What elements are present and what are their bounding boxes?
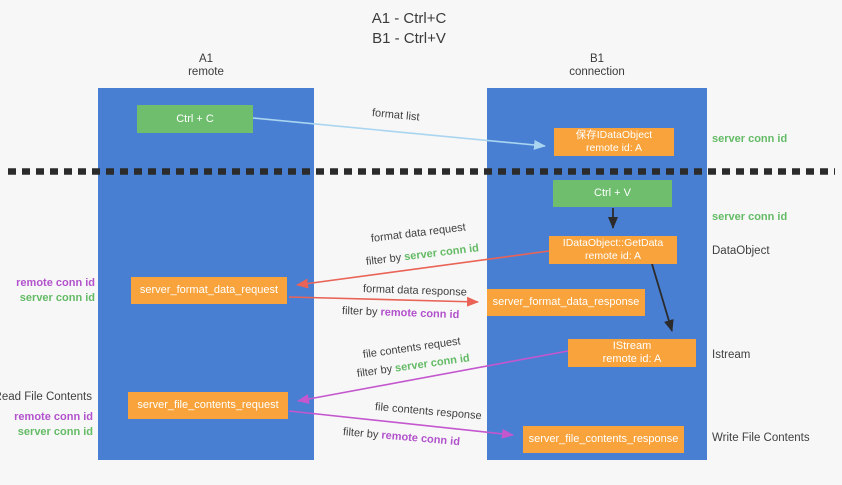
- right-column-header: B1 connection: [487, 53, 707, 79]
- filter-by-text: filter by: [365, 251, 405, 268]
- istream-box: IStream remote id: A: [568, 339, 696, 367]
- server-conn-id-left-mid-label: server conn id: [19, 291, 95, 304]
- server-conn-id-text: server conn id: [394, 352, 471, 375]
- dataobject-label: DataObject: [712, 245, 770, 257]
- istream-line1: IStream: [612, 340, 652, 352]
- save-dataobject-box: 保存IDataObject remote id: A: [554, 128, 674, 156]
- file-contents-response-filter-label: filter by remote conn id: [342, 426, 460, 448]
- ctrl-c-box: Ctrl + C: [137, 105, 253, 133]
- remote-conn-id-text: remote conn id: [380, 429, 461, 449]
- save-dataobject-line2: remote id: A: [585, 142, 643, 154]
- read-file-contents-label: Read File Contents: [0, 391, 92, 403]
- format-data-request-label: format data request: [370, 221, 467, 245]
- getdata-box: IDataObject::GetData remote id: A: [549, 236, 677, 264]
- server-conn-id-right-top-label: server conn id: [712, 133, 788, 145]
- ctrl-v-box: Ctrl + V: [553, 180, 672, 207]
- format-data-response-label: format data response: [362, 283, 468, 299]
- write-file-contents-label: Write File Contents: [712, 432, 810, 444]
- ctrl-c-label: Ctrl + C: [176, 112, 214, 125]
- getdata-line2: remote id: A: [584, 250, 642, 262]
- diagram-title: A1 - Ctrl+C B1 - Ctrl+V: [289, 9, 529, 49]
- remote-conn-id-left-bottom-label: remote conn id: [14, 411, 93, 423]
- left-conn-id-group-bottom: remote conn id server conn id: [14, 410, 93, 439]
- filter-by-text: filter by: [356, 362, 396, 380]
- server-file-contents-request-box: server_file_contents_request: [128, 392, 288, 419]
- server-format-data-request-label: server_format_data_request: [139, 284, 279, 296]
- left-conn-id-group-mid: remote conn id server conn id: [16, 276, 95, 305]
- ctrl-v-label: Ctrl + V: [594, 187, 631, 199]
- server-file-contents-response-box: server_file_contents_response: [523, 426, 684, 453]
- server-conn-id-left-bottom-label: server conn id: [17, 425, 93, 438]
- left-column-subtitle: remote: [188, 66, 224, 78]
- server-conn-id-text: server conn id: [403, 242, 480, 264]
- server-conn-id-right-mid-label: server conn id: [712, 211, 788, 223]
- file-contents-response-label: file contents response: [374, 401, 483, 423]
- filter-by-text: filter by: [342, 426, 382, 442]
- remote-conn-id-text: remote conn id: [380, 306, 460, 322]
- istream-line2: remote id: A: [602, 353, 662, 365]
- istream-side-label: Istream: [712, 349, 751, 361]
- right-column-name: B1: [589, 53, 605, 65]
- format-list-label: format list: [371, 107, 421, 124]
- server-file-contents-response-label: server_file_contents_response: [528, 433, 679, 445]
- left-column-name: A1: [198, 53, 214, 65]
- diagram-title-line2: B1 - Ctrl+V: [372, 30, 446, 47]
- diagram-title-line1: A1 - Ctrl+C: [371, 10, 447, 27]
- filter-by-text: filter by: [341, 305, 381, 319]
- left-column-header: A1 remote: [98, 53, 314, 79]
- save-dataobject-line1: 保存IDataObject: [575, 129, 653, 141]
- server-format-data-response-label: server_format_data_response: [492, 296, 640, 308]
- format-data-response-filter-label: filter by remote conn id: [342, 305, 460, 321]
- server-file-contents-request-label: server_file_contents_request: [137, 399, 279, 411]
- getdata-line1: IDataObject::GetData: [562, 237, 664, 249]
- format-data-request-filter-label: filter by server conn id: [365, 242, 479, 268]
- server-format-data-response-box: server_format_data_response: [487, 289, 645, 316]
- right-column-subtitle: connection: [569, 66, 625, 78]
- remote-conn-id-left-mid-label: remote conn id: [16, 277, 95, 289]
- server-format-data-request-box: server_format_data_request: [131, 277, 287, 304]
